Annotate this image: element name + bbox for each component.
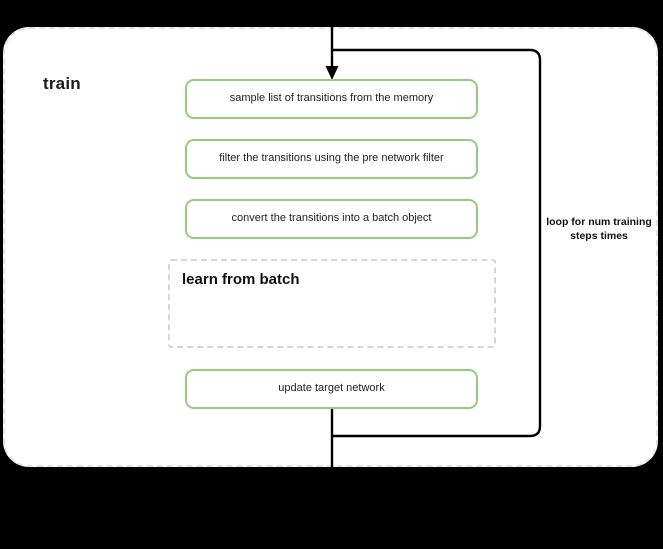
step-box-sample-transitions[interactable]: sample list of transitions from the memo… xyxy=(185,79,478,119)
step-label: convert the transitions into a batch obj… xyxy=(231,212,432,225)
step-label: sample list of transitions from the memo… xyxy=(229,92,434,105)
step-box-update-target-network[interactable]: update target network xyxy=(185,369,478,409)
loop-caption: loop for num training steps times xyxy=(546,216,652,243)
step-label: update target network xyxy=(278,382,385,395)
step-label: filter the transitions using the pre net… xyxy=(219,152,444,165)
subblock-learn-from-batch[interactable]: learn from batch xyxy=(168,259,496,348)
subblock-label: learn from batch xyxy=(182,271,300,288)
step-box-convert-batch[interactable]: convert the transitions into a batch obj… xyxy=(185,199,478,239)
page-title: train xyxy=(43,74,81,93)
step-box-filter-transitions[interactable]: filter the transitions using the pre net… xyxy=(185,139,478,179)
